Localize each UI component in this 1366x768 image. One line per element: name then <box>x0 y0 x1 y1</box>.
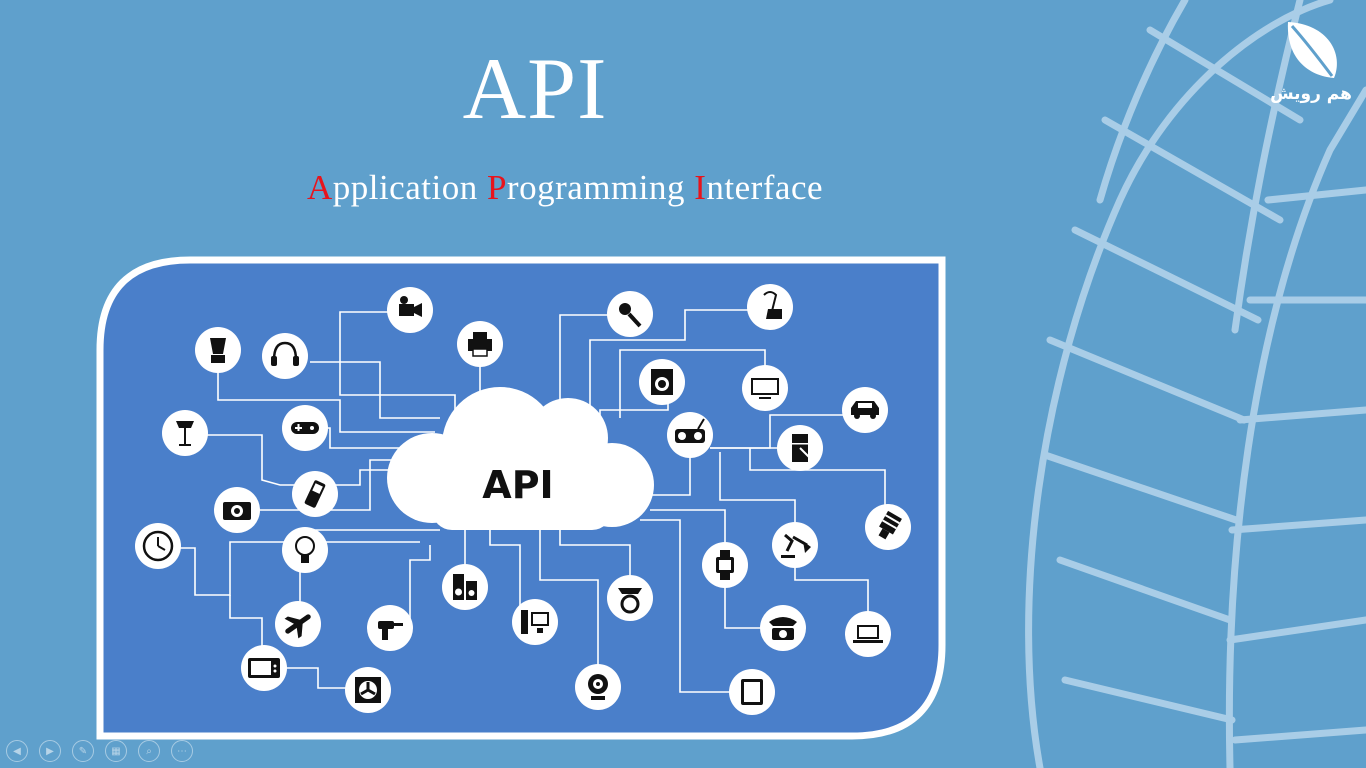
brand-logo: هم رویش <box>1262 14 1360 110</box>
zoom-icon[interactable]: ⌕ <box>138 740 160 762</box>
video-camera-icon <box>387 287 433 333</box>
previous-icon[interactable]: ◀ <box>6 740 28 762</box>
vacuum-cleaner-icon <box>747 284 793 330</box>
light-bulb-icon <box>282 527 328 573</box>
subtitle-initial-a: A <box>306 168 333 207</box>
microwave-icon <box>241 645 287 691</box>
airplane-icon <box>275 601 321 647</box>
logo-text: هم رویش <box>1270 84 1352 104</box>
cloud-api-label: API <box>482 463 553 507</box>
api-cloud <box>387 387 654 530</box>
next-icon[interactable]: ▶ <box>39 740 61 762</box>
desk-lamp-icon <box>772 522 818 568</box>
desktop-computer-icon <box>512 599 558 645</box>
slide-subtitle: Application Programming Interface <box>0 168 1130 208</box>
subtitle-word-interface: nterface <box>706 168 824 207</box>
gamepad-icon <box>282 405 328 451</box>
clock-icon <box>135 523 181 569</box>
camera-icon <box>214 487 260 533</box>
laptop-icon <box>845 611 891 657</box>
refrigerator-icon <box>777 425 823 471</box>
washing-machine-icon <box>639 359 685 405</box>
drill-icon <box>367 605 413 651</box>
subtitle-word-programming: rogramming <box>506 168 685 207</box>
slideshow-controls: ◀ ▶ ✎ ▦ ⌕ ⋯ <box>6 740 193 762</box>
printer-icon <box>457 321 503 367</box>
subtitle-word-application: pplication <box>332 168 478 207</box>
radio-icon <box>667 412 713 458</box>
subtitle-initial-i: I <box>694 168 707 207</box>
pen-icon[interactable]: ✎ <box>72 740 94 762</box>
microphone-icon <box>607 291 653 337</box>
tv-icon <box>742 365 788 411</box>
floor-lamp-icon <box>162 410 208 456</box>
weighing-scale-icon <box>607 575 653 621</box>
slides-icon[interactable]: ▦ <box>105 740 127 762</box>
webcam-icon <box>575 664 621 710</box>
leaf-logo-icon <box>1287 22 1337 78</box>
tablet-icon <box>729 669 775 715</box>
more-icon[interactable]: ⋯ <box>171 740 193 762</box>
mobile-phone-icon <box>292 471 338 517</box>
slide-title: API <box>462 41 608 138</box>
wristwatch-icon <box>702 542 748 588</box>
speaker-icon <box>442 564 488 610</box>
cfl-bulb-icon <box>865 504 911 550</box>
subtitle-initial-p: P <box>486 168 507 207</box>
fan-icon <box>345 667 391 713</box>
headphones-icon <box>262 333 308 379</box>
blender-icon <box>195 327 241 373</box>
car-icon <box>842 387 888 433</box>
telephone-icon <box>760 605 806 651</box>
